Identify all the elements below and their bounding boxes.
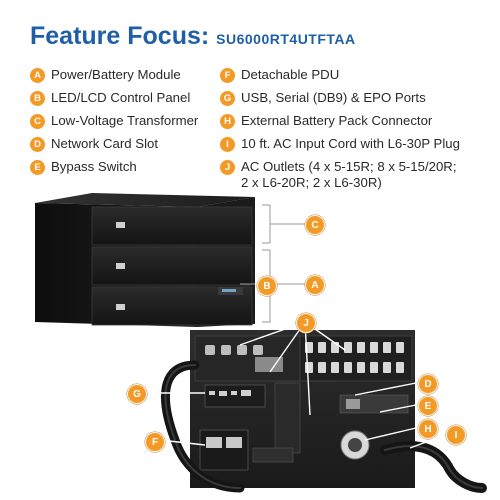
pdu-output-panel: [199, 429, 249, 471]
callout-d: D: [418, 374, 438, 394]
callout-f: F: [145, 432, 165, 452]
feature-label: Bypass Switch: [51, 159, 137, 174]
badge-c: C: [30, 114, 45, 129]
pdu-outlets: [205, 345, 263, 355]
feature-label: AC Outlets (4 x 5-15R; 8 x 5-15/20R; 2 x…: [241, 159, 457, 190]
feature-item-c: C Low-Voltage Transformer: [30, 113, 198, 129]
badge-j: J: [220, 160, 235, 175]
callout-i: I: [446, 425, 466, 445]
comm-port-panel: [204, 384, 266, 408]
card-slot: [274, 382, 301, 454]
feature-label: Network Card Slot: [51, 136, 159, 151]
feature-item-d: D Network Card Slot: [30, 136, 158, 152]
feature-label: 10 ft. AC Input Cord with L6-30P Plug: [241, 136, 460, 151]
feature-item-b: B LED/LCD Control Panel: [30, 90, 190, 106]
ups-top-face: [35, 193, 255, 207]
callout-c: C: [305, 215, 325, 235]
badge-b: B: [30, 91, 45, 106]
feature-label: Power/Battery Module: [51, 67, 181, 82]
outlet-row: [305, 342, 404, 373]
badge-g: G: [220, 91, 235, 106]
feature-item-g: G USB, Serial (DB9) & EPO Ports: [220, 90, 426, 106]
callout-g: G: [127, 384, 147, 404]
ups-front-unit: [35, 193, 255, 327]
badge-e: E: [30, 160, 45, 175]
logo-badge: [116, 304, 125, 310]
callout-b: B: [257, 276, 277, 296]
feature-label: External Battery Pack Connector: [241, 113, 433, 128]
feature-label: Low-Voltage Transformer: [51, 113, 199, 128]
feature-item-e: E Bypass Switch: [30, 159, 137, 175]
feature-label: LED/LCD Control Panel: [51, 90, 191, 105]
feature-item-i: I 10 ft. AC Input Cord with L6-30P Plug: [220, 136, 460, 152]
callout-h: H: [418, 419, 438, 439]
outlet-block: [299, 335, 413, 382]
pdu-bracket: [255, 357, 283, 372]
feature-item-f: F Detachable PDU: [220, 67, 339, 83]
badge-f: F: [220, 68, 235, 83]
badge-a: A: [30, 68, 45, 83]
badge-h: H: [220, 114, 235, 129]
callout-j: J: [296, 313, 316, 333]
page-title: Feature Focus: SU6000RT4UTFTAA: [30, 22, 356, 51]
ups-rear-panel: [190, 330, 415, 488]
feature-label: Detachable PDU: [241, 67, 340, 82]
callout-a: A: [305, 275, 325, 295]
title-text: Feature Focus:: [30, 22, 210, 50]
callout-e: E: [418, 396, 438, 416]
feature-label: USB, Serial (DB9) & EPO Ports: [241, 90, 426, 105]
badge-d: D: [30, 137, 45, 152]
badge-i: I: [220, 137, 235, 152]
feature-item-h: H External Battery Pack Connector: [220, 113, 432, 129]
power-cords: [161, 360, 487, 493]
logo-badge: [116, 222, 125, 228]
feature-item-a: A Power/Battery Module: [30, 67, 181, 83]
model-number: SU6000RT4UTFTAA: [216, 31, 356, 47]
logo-badge: [116, 263, 125, 269]
feature-item-j: J AC Outlets (4 x 5-15R; 8 x 5-15/20R; 2…: [220, 159, 457, 191]
